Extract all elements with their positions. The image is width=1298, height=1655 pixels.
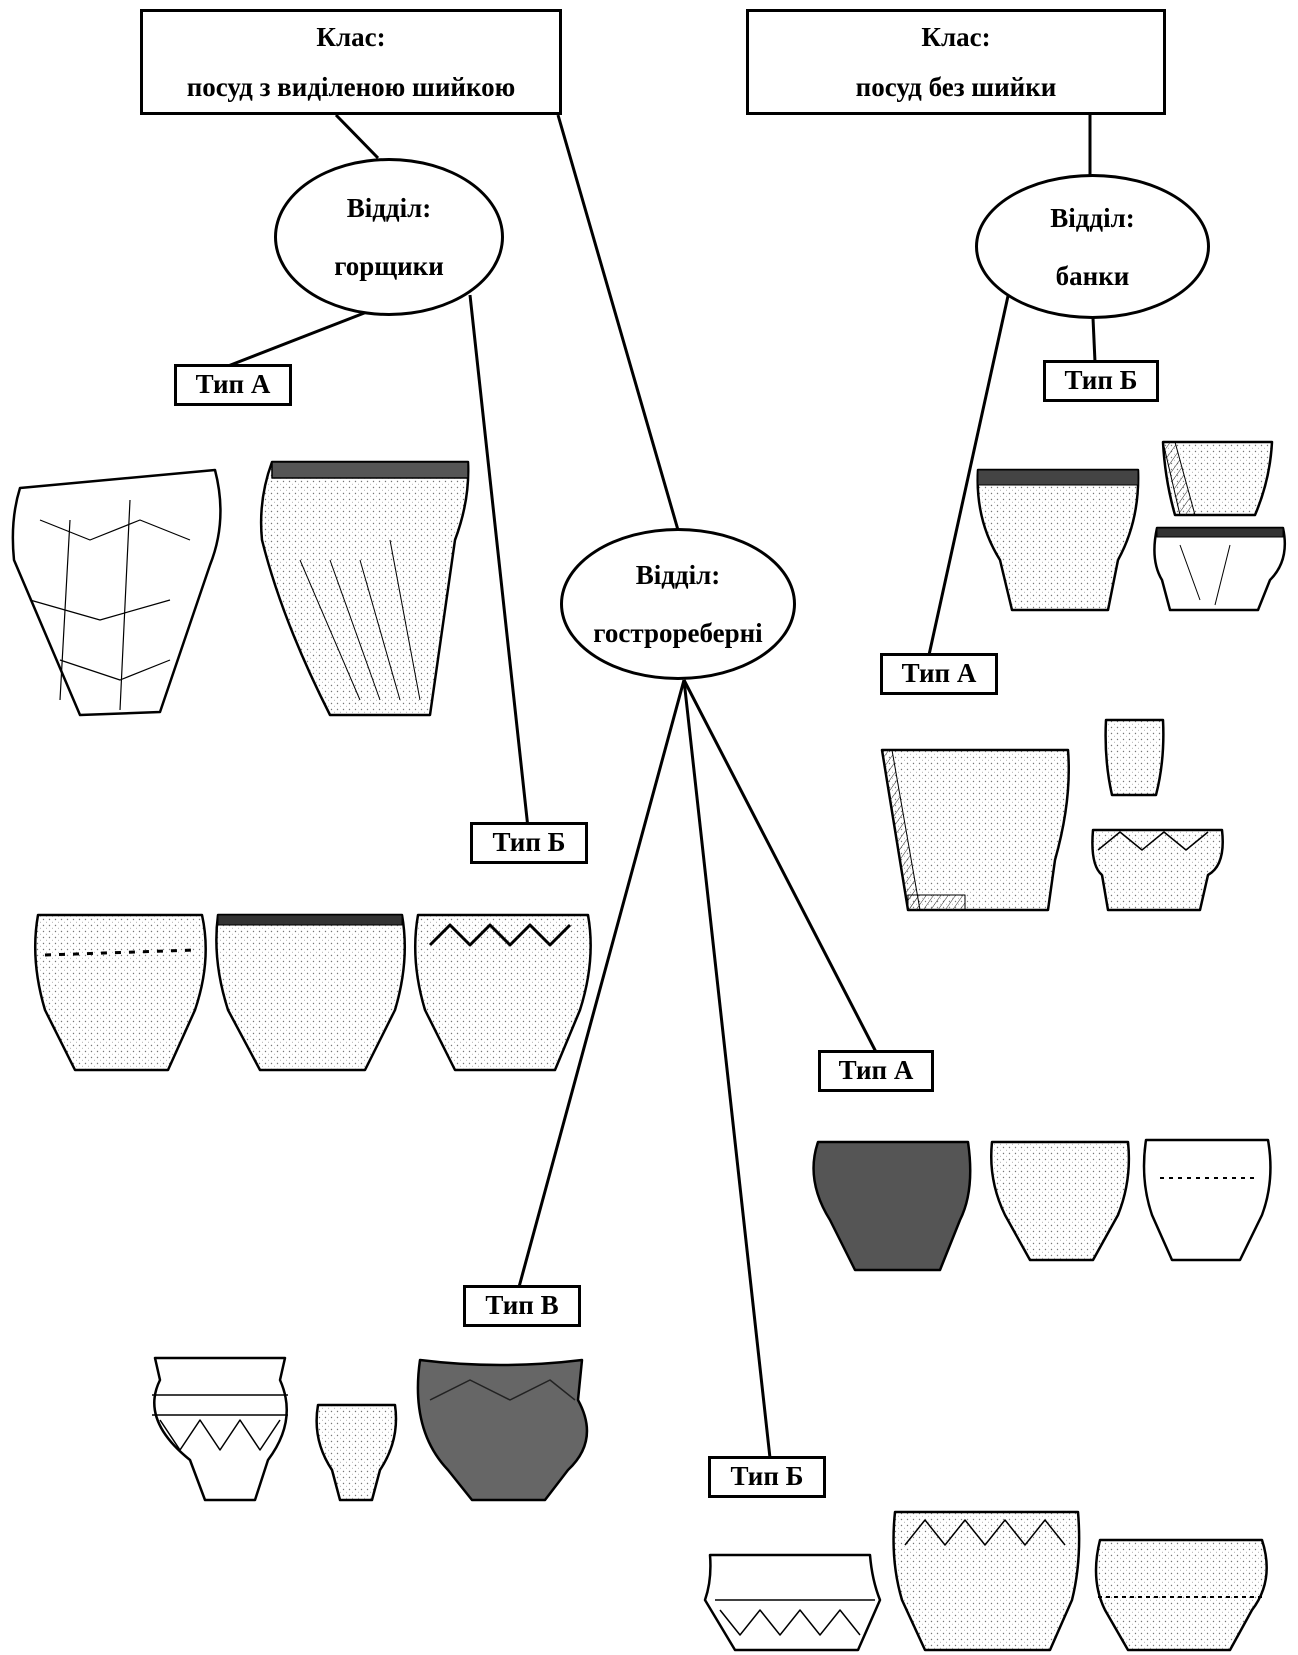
vessel-jar-a-2 xyxy=(1163,442,1272,515)
vessel-sharp-v-1 xyxy=(152,1358,288,1500)
vessel-jar-b-3 xyxy=(1092,830,1222,910)
vessel-jar-a-1 xyxy=(978,470,1138,610)
vessel-sharp-b-3 xyxy=(1096,1540,1267,1650)
vessel-pot-b-3 xyxy=(415,915,590,1070)
vessel-sharp-b-1 xyxy=(705,1555,880,1650)
vessel-pot-a-1 xyxy=(13,470,221,715)
vessel-sharp-a-1 xyxy=(814,1142,971,1270)
vessel-sharp-v-3 xyxy=(418,1360,587,1500)
vessel-pot-a-2 xyxy=(261,462,468,715)
vessel-sharp-a-2 xyxy=(991,1142,1129,1260)
vessel-jar-a-3 xyxy=(1154,528,1284,610)
vessel-sharp-b-2 xyxy=(894,1512,1080,1650)
vessel-jar-b-2 xyxy=(1106,720,1164,795)
vessel-jar-b-1 xyxy=(882,750,1069,910)
vessel-sharp-a-3 xyxy=(1144,1140,1270,1260)
vessel-pot-b-1 xyxy=(35,915,205,1070)
vessel-sharp-v-2 xyxy=(317,1405,396,1500)
vessel-pot-b-2 xyxy=(216,915,404,1070)
